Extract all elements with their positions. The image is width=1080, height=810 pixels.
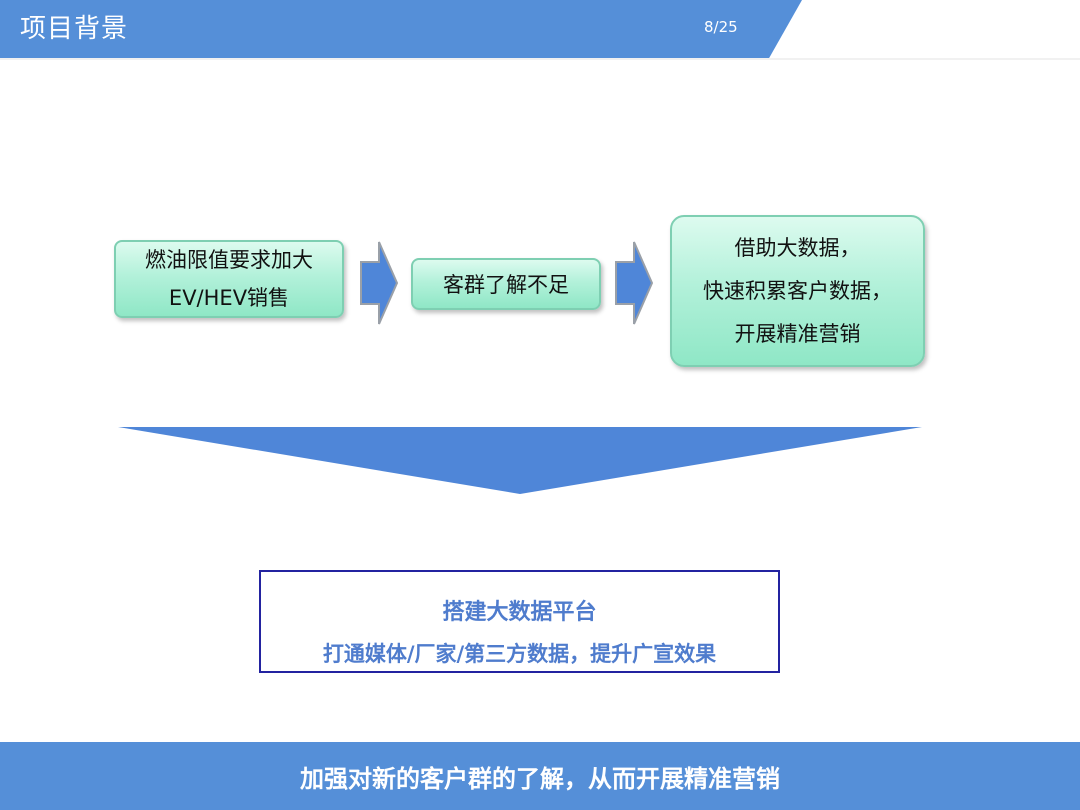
footer-banner: 加强对新的客户群的了解，从而开展精准营销: [0, 742, 1080, 810]
flow-step-1-line-2: EV/HEV销售: [168, 286, 290, 310]
flow-step-3-box: 借助大数据， 快速积累客户数据， 开展精准营销: [670, 215, 925, 367]
platform-subtitle: 打通媒体/厂家/第三方数据，提升广宣效果: [322, 642, 717, 666]
right-arrow-icon: [360, 241, 399, 325]
header-background: [0, 0, 1080, 60]
flow-step-3-line-3: 开展精准营销: [734, 321, 861, 346]
flow-step-3-line-1: 借助大数据，: [734, 235, 861, 260]
page-number: 8/25: [704, 18, 738, 36]
right-arrow-icon: [615, 241, 654, 325]
flow-step-3-line-2: 快速积累客户数据，: [703, 278, 892, 303]
platform-box: 搭建大数据平台 打通媒体/厂家/第三方数据，提升广宣效果: [259, 570, 780, 673]
flow-step-2-label: 客群了解不足: [443, 273, 569, 297]
flow-step-1-box: 燃油限值要求加大 EV/HEV销售: [114, 240, 344, 318]
header-bar: 项目背景 8/25: [0, 0, 1080, 60]
footer-text: 加强对新的客户群的了解，从而开展精准营销: [300, 764, 780, 793]
platform-title: 搭建大数据平台: [442, 600, 597, 625]
flow-step-2-box: 客群了解不足: [411, 258, 601, 310]
flow-step-1-line-1: 燃油限值要求加大: [145, 248, 313, 272]
page-title: 项目背景: [20, 14, 129, 44]
